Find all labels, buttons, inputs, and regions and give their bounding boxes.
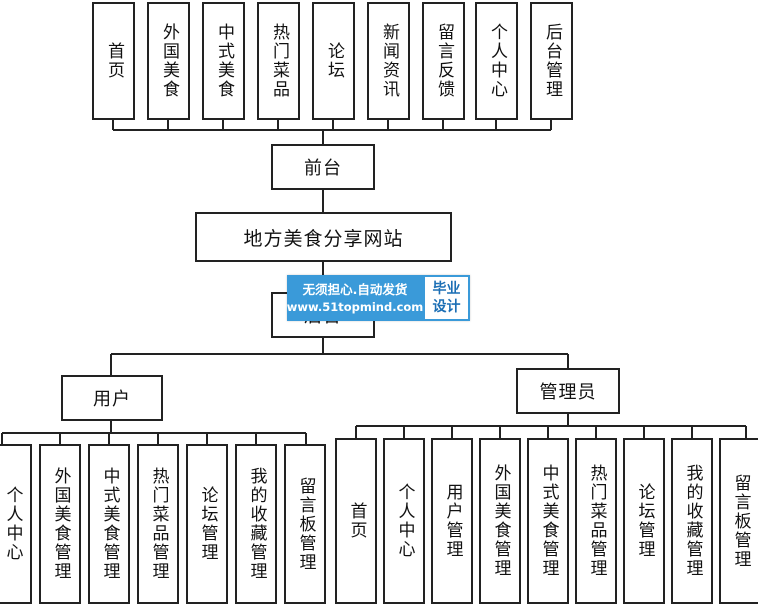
admin-module-chinese-food-mgmt: 中式美食管理 [527, 438, 569, 604]
watermark-badge-line1: 毕业 [432, 281, 461, 297]
watermark-badge: 毕业 设计 [423, 275, 470, 321]
admin-module-hot-dishes-mgmt: 热门菜品管理 [575, 438, 617, 604]
admin-module-home: 首页 [335, 438, 377, 604]
user-node: 用户 [61, 375, 163, 421]
admin-module-message-board-mgmt: 留言板管理 [719, 438, 758, 604]
user-module-hot-dishes-mgmt: 热门菜品管理 [137, 444, 179, 604]
watermark-text-block: 无须担心.自动发货 www.51topmind.com [287, 275, 423, 321]
user-module-forum-mgmt: 论坛管理 [186, 444, 228, 604]
user-module-foreign-food-mgmt: 外国美食管理 [39, 444, 81, 604]
user-module-chinese-food-mgmt: 中式美食管理 [88, 444, 130, 604]
admin-module-personal-center: 个人中心 [383, 438, 425, 604]
front-node: 前台 [271, 144, 375, 190]
front-module-home: 首页 [92, 2, 135, 120]
front-module-forum: 论坛 [312, 2, 355, 120]
user-module-personal-center: 个人中心 [0, 444, 32, 604]
watermark-url: www.51topmind.com [286, 300, 424, 314]
watermark-badge-line2: 设计 [432, 299, 461, 315]
admin-node: 管理员 [516, 368, 620, 414]
front-module-feedback: 留言反馈 [422, 2, 465, 120]
watermark-banner: 无须担心.自动发货 www.51topmind.com 毕业 设计 [287, 275, 470, 321]
admin-module-favorites-mgmt: 我的收藏管理 [671, 438, 713, 604]
front-module-chinese-food: 中式美食 [202, 2, 245, 120]
admin-module-forum-mgmt: 论坛管理 [623, 438, 665, 604]
front-module-foreign-food: 外国美食 [147, 2, 190, 120]
front-module-admin: 后台管理 [530, 2, 573, 120]
front-module-news: 新闻资讯 [367, 2, 410, 120]
front-module-hot-dishes: 热门菜品 [257, 2, 300, 120]
root-node: 地方美食分享网站 [195, 212, 452, 262]
watermark-slogan: 无须担心.自动发货 [302, 282, 408, 297]
admin-module-user-mgmt: 用户管理 [431, 438, 473, 604]
user-module-message-board-mgmt: 留言板管理 [284, 444, 326, 604]
user-module-favorites-mgmt: 我的收藏管理 [235, 444, 277, 604]
front-module-personal-center: 个人中心 [475, 2, 518, 120]
admin-module-foreign-food-mgmt: 外国美食管理 [479, 438, 521, 604]
